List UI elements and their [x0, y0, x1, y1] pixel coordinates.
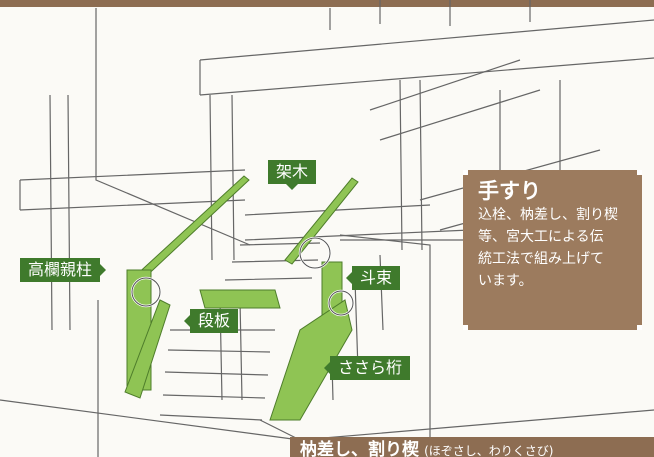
label-dan-ita: 段板	[183, 309, 239, 333]
label-kagi: 架木	[268, 160, 317, 190]
sasara-stringer	[269, 299, 353, 421]
left-handrail	[132, 175, 250, 283]
label-tozuka: 斗束	[345, 266, 401, 290]
label-kouran-oyabashira: 高欄親柱	[20, 258, 107, 282]
tesuri-line-1: 込栓、枘差し、割り楔	[478, 207, 618, 223]
tesuri-line-3: 統工法で組み上げて	[478, 251, 604, 267]
tread-highlight	[199, 289, 281, 309]
bottom-caption: 枘差し、割り楔 (ほぞさし、わりくさび)	[290, 437, 654, 457]
tesuri-line-2: 等、宮大工による伝	[478, 229, 604, 245]
highlighted-members	[124, 175, 359, 421]
tesuri-title: 手すり	[478, 178, 541, 203]
bottom-caption-reading: (ほぞさし、わりくさび)	[424, 444, 554, 457]
tesuri-line-4: います。	[478, 273, 533, 289]
top-strip	[0, 0, 654, 7]
label-sasara-keta: ささら桁	[323, 356, 411, 380]
tesuri-info-box: 手すり 込栓、枘差し、割り楔 等、宮大工による伝 統工法で組み上げて います。	[463, 170, 642, 330]
bottom-caption-title: 枘差し、割り楔	[300, 440, 419, 457]
left-stringer	[124, 299, 171, 399]
